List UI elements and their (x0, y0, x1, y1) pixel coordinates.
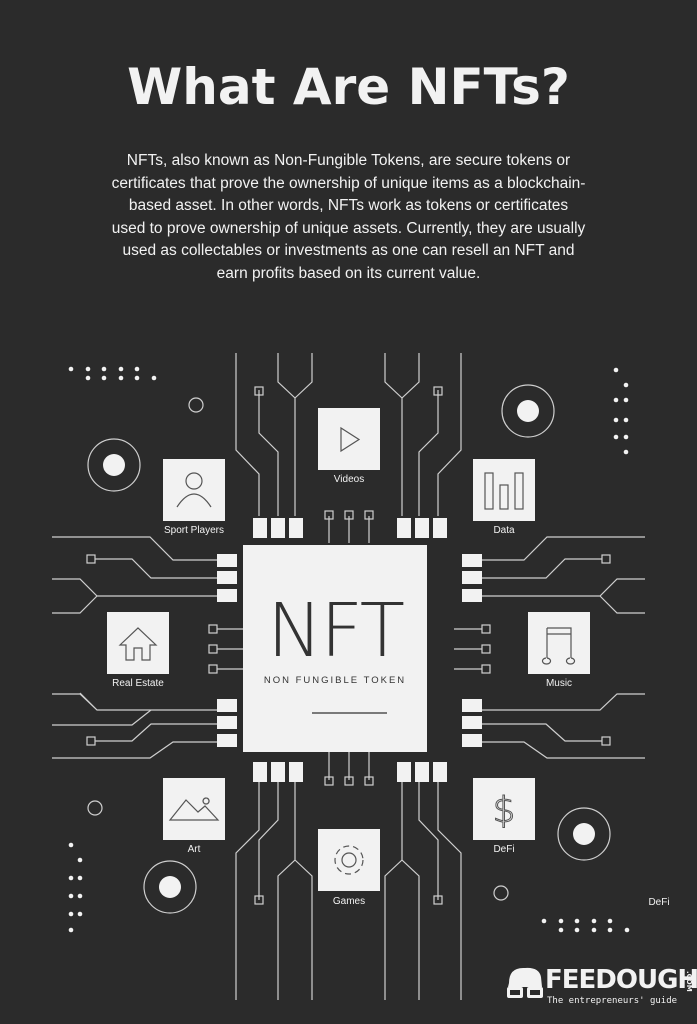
decorative-dots (68, 366, 630, 933)
chip-pins (217, 518, 482, 782)
node-label-defi: DeFi (493, 844, 515, 855)
node-label-games: Games (332, 896, 366, 907)
node-label-real-estate: Real Estate (112, 678, 164, 689)
intro-paragraph: NFTs, also known as Non-Fungible Tokens,… (111, 152, 586, 282)
play-icon (340, 426, 361, 453)
feedough-logo: FEEDOUGH .COM The entrepreneurs' guide (505, 965, 697, 1010)
user-icon (176, 472, 212, 508)
landscape-icon (168, 797, 220, 821)
decorative-circles (87, 384, 611, 914)
logo-com: .COM (685, 971, 693, 992)
node-label-videos: Videos (333, 474, 365, 485)
extra-label-defi: DeFi (648, 897, 670, 908)
chip-subtitle: NON FUNGIBLE TOKEN (263, 675, 407, 686)
circuit-traces (52, 353, 645, 1000)
bar-chart-icon (484, 472, 524, 510)
logo-face-icon (507, 967, 543, 998)
logo-name: FEEDOUGH (545, 965, 697, 995)
node-label-data: Data (493, 525, 515, 536)
node-label-music: Music (545, 678, 573, 689)
trace-terminals (86, 386, 611, 905)
dollar-icon: $ (493, 790, 516, 831)
chip-title: NFT (267, 588, 405, 674)
logo-tagline: The entrepreneurs' guide (547, 996, 678, 1006)
music-note-icon (541, 627, 576, 665)
node-label-sport-players: Sport Players (163, 525, 225, 536)
node-boxes (107, 408, 590, 891)
node-label-art: Art (187, 844, 201, 855)
house-icon (118, 627, 158, 661)
gear-icon (334, 845, 364, 875)
page-title: What Are NFTs? (127, 58, 570, 116)
nft-chip (243, 545, 427, 752)
